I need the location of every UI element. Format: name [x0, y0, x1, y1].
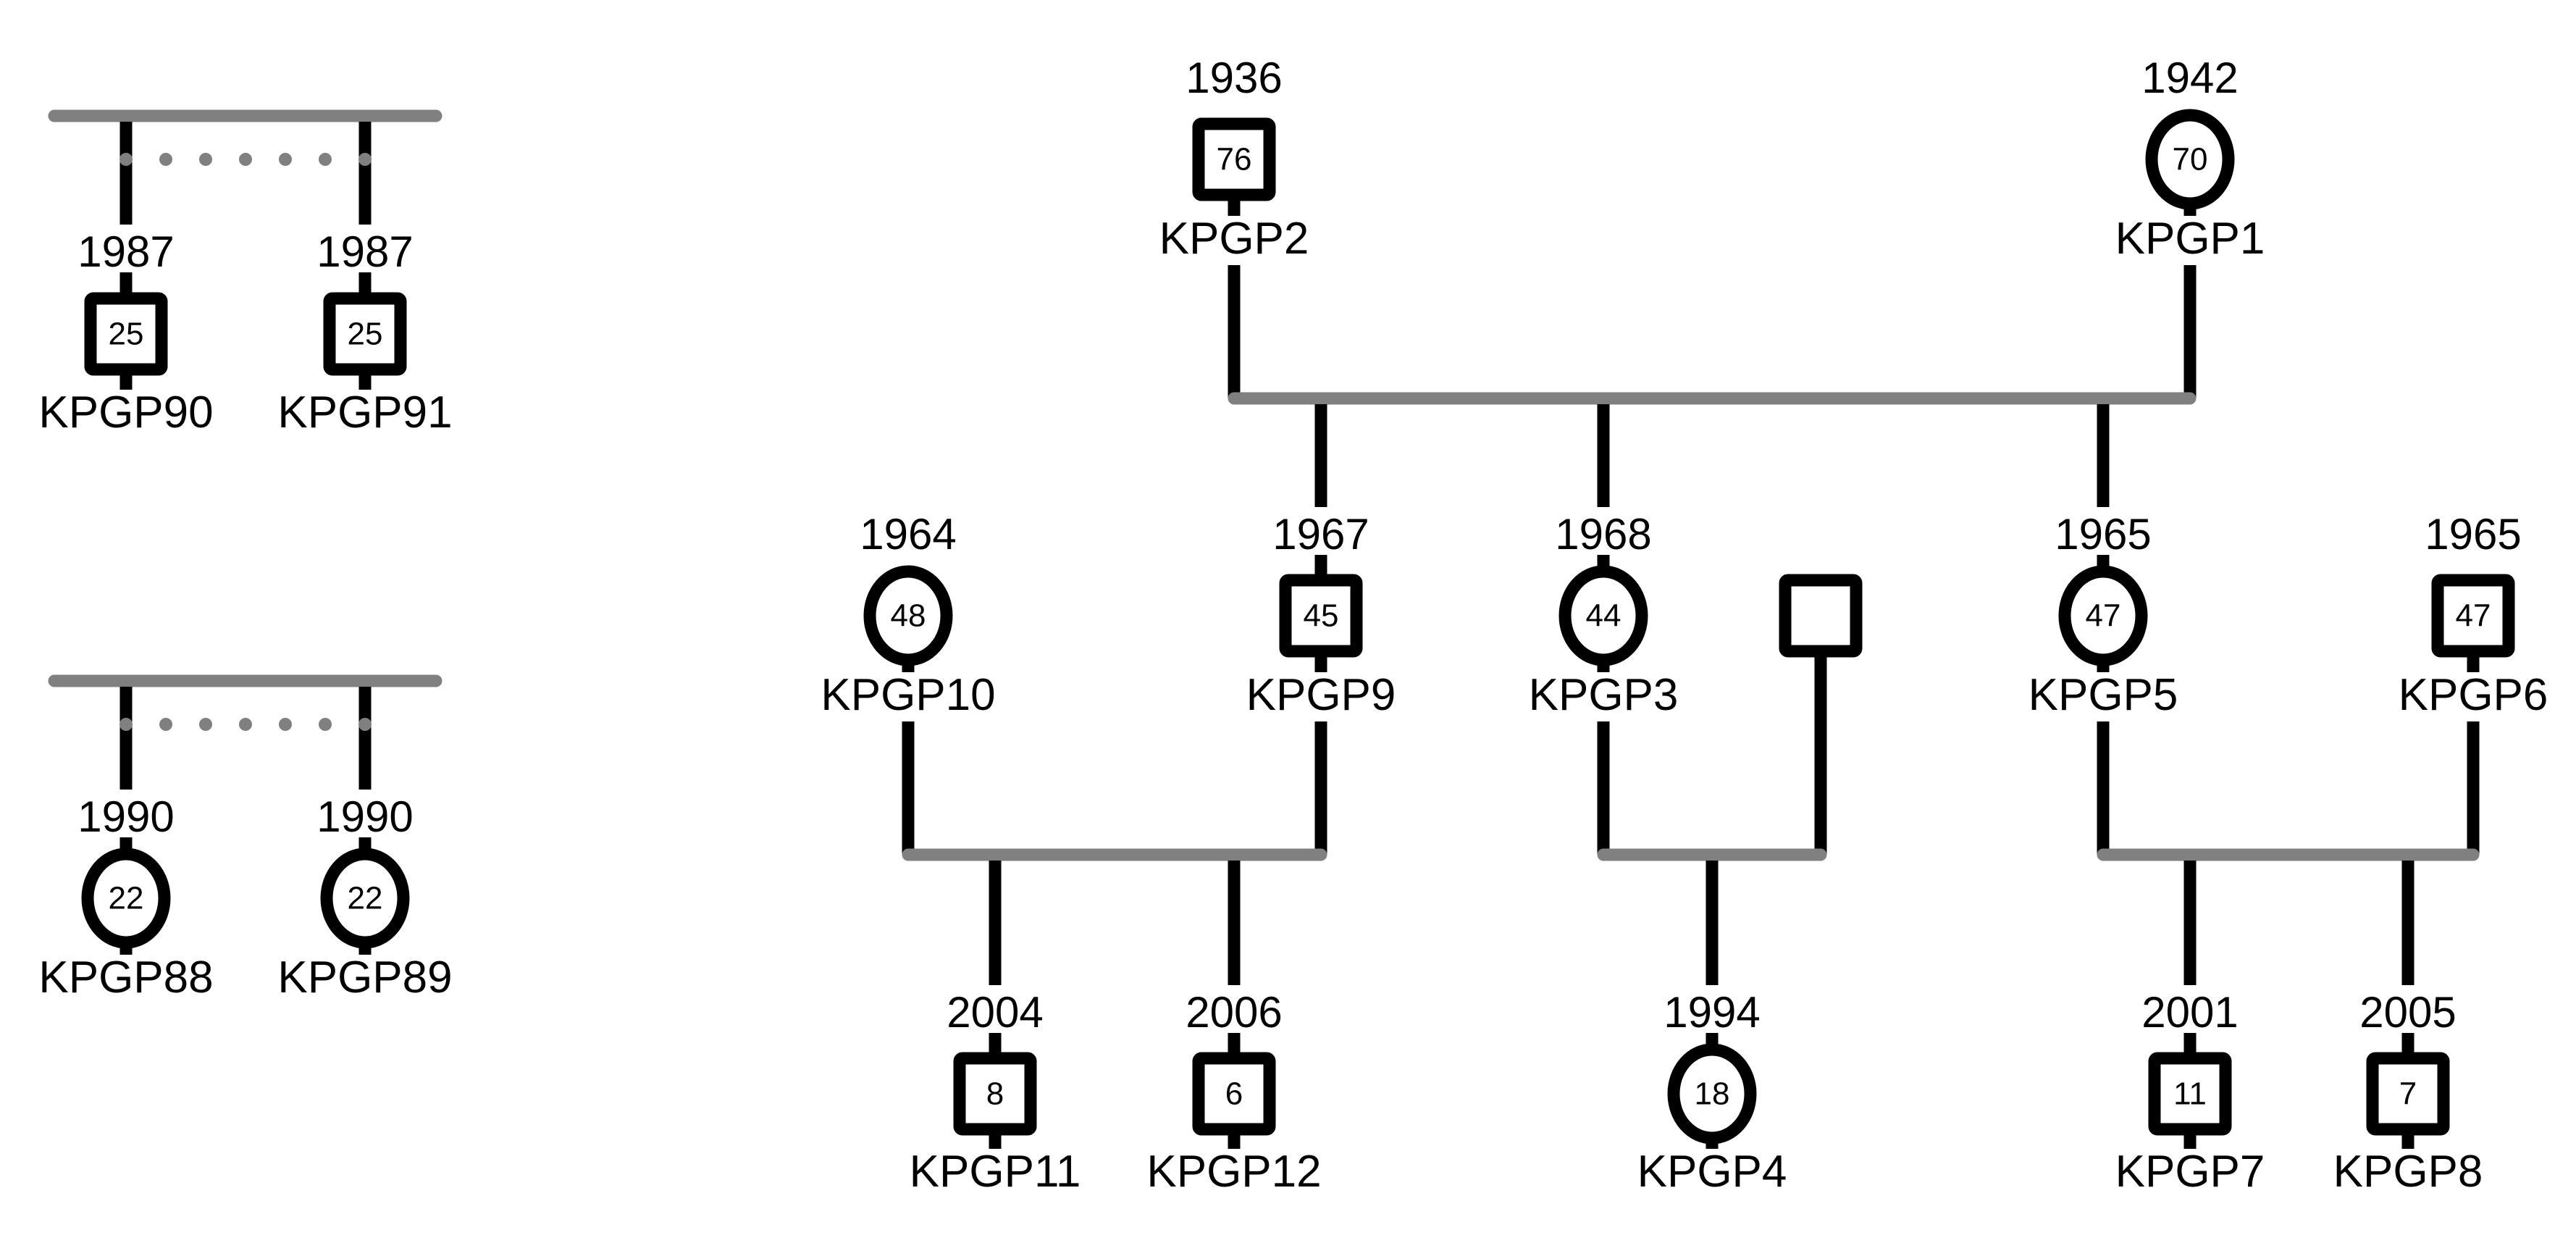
individual-id-label: KPGP12 [1146, 1147, 1321, 1197]
male-square-icon [1192, 1052, 1276, 1136]
male-square-icon [84, 292, 168, 376]
age-value: 47 [2456, 598, 2491, 634]
twin-dot [358, 153, 372, 166]
twin-dot [199, 153, 212, 166]
individual-spouse3[interactable] [1779, 574, 1863, 658]
age-value: 25 [348, 317, 383, 352]
birth-year: 2006 [1186, 988, 1282, 1037]
male-square-icon [2148, 1052, 2232, 1136]
birth-year: 2001 [2141, 988, 2238, 1037]
individual-id-label: KPGP9 [1246, 670, 1396, 720]
twin-dot [119, 153, 133, 166]
birth-year: 1967 [1272, 510, 1369, 558]
individual-id-label: KPGP89 [277, 953, 452, 1003]
age-value: 76 [1217, 142, 1252, 177]
birth-year: 1990 [316, 792, 413, 841]
individual-id-label: KPGP11 [910, 1147, 1081, 1197]
age-value: 8 [986, 1076, 1004, 1112]
female-circle-icon [2145, 109, 2235, 210]
age-value: 6 [1225, 1076, 1243, 1112]
twin-dot [239, 153, 252, 166]
male-square-icon [2431, 574, 2515, 658]
twin-dot [319, 718, 332, 731]
birth-year: 1968 [1555, 510, 1651, 558]
birth-year: 1964 [860, 510, 956, 558]
twin-dot [239, 718, 252, 731]
male-square-icon [953, 1052, 1037, 1136]
age-value: 22 [348, 881, 383, 916]
birth-year: 1990 [77, 792, 174, 841]
individual-id-label: KPGP91 [277, 388, 452, 438]
age-value: 18 [1695, 1076, 1730, 1112]
age-value: 7 [2399, 1076, 2417, 1112]
twin-dot [159, 718, 172, 731]
individual-id-label: KPGP4 [1637, 1147, 1787, 1197]
individual-id-label: KPGP7 [2115, 1147, 2265, 1197]
female-circle-icon [320, 848, 410, 949]
birth-year: 1987 [316, 227, 413, 276]
individual-id-label: KPGP90 [38, 388, 213, 438]
twin-dot [358, 718, 372, 731]
twin-dot [279, 718, 292, 731]
female-circle-icon [81, 848, 171, 949]
male-square-icon [323, 292, 407, 376]
individual-id-label: KPGP3 [1529, 670, 1679, 720]
individual-id-label: KPGP10 [821, 670, 995, 720]
female-circle-icon [1558, 565, 1648, 666]
individual-id-label: KPGP8 [2333, 1147, 2483, 1197]
age-value: 11 [2173, 1076, 2207, 1112]
male-square-icon [1279, 574, 1363, 658]
age-value: 22 [109, 881, 144, 916]
age-value: 25 [109, 317, 144, 352]
twin-dot [159, 153, 172, 166]
birth-year: 2005 [2359, 988, 2456, 1037]
individuals: 761936KPGP2701942KPGP1481964KPGP10451967… [38, 54, 2548, 1197]
individual-id-label: KPGP5 [2029, 670, 2178, 720]
twin-dot [119, 718, 133, 731]
male-square-icon [1192, 117, 1276, 201]
female-circle-icon [863, 565, 953, 666]
female-circle-icon [2058, 565, 2148, 666]
individual-id-label: KPGP88 [38, 953, 213, 1003]
birth-year: 1942 [2141, 54, 2238, 102]
birth-year: 1987 [77, 227, 174, 276]
twin-dot [199, 718, 212, 731]
twin-dot [279, 153, 292, 166]
birth-year: 2004 [947, 988, 1043, 1037]
female-circle-icon [1667, 1043, 1757, 1144]
male-square-icon [1779, 574, 1863, 658]
age-value: 70 [2173, 142, 2208, 177]
birth-year: 1994 [1664, 988, 1760, 1037]
individual-id-label: KPGP6 [2399, 670, 2548, 720]
age-value: 48 [891, 598, 926, 634]
individual-id-label: KPGP2 [1159, 214, 1309, 264]
age-value: 44 [1586, 598, 1621, 634]
birth-year: 1965 [2055, 510, 2151, 558]
male-square-icon [2366, 1052, 2450, 1136]
age-value: 45 [1304, 598, 1339, 634]
birth-year: 1936 [1186, 54, 1282, 102]
connector-lines [48, 109, 2480, 1149]
birth-year: 1965 [2425, 510, 2521, 558]
individual-id-label: KPGP1 [2115, 214, 2265, 264]
twin-dot [319, 153, 332, 166]
age-value: 47 [2086, 598, 2121, 634]
